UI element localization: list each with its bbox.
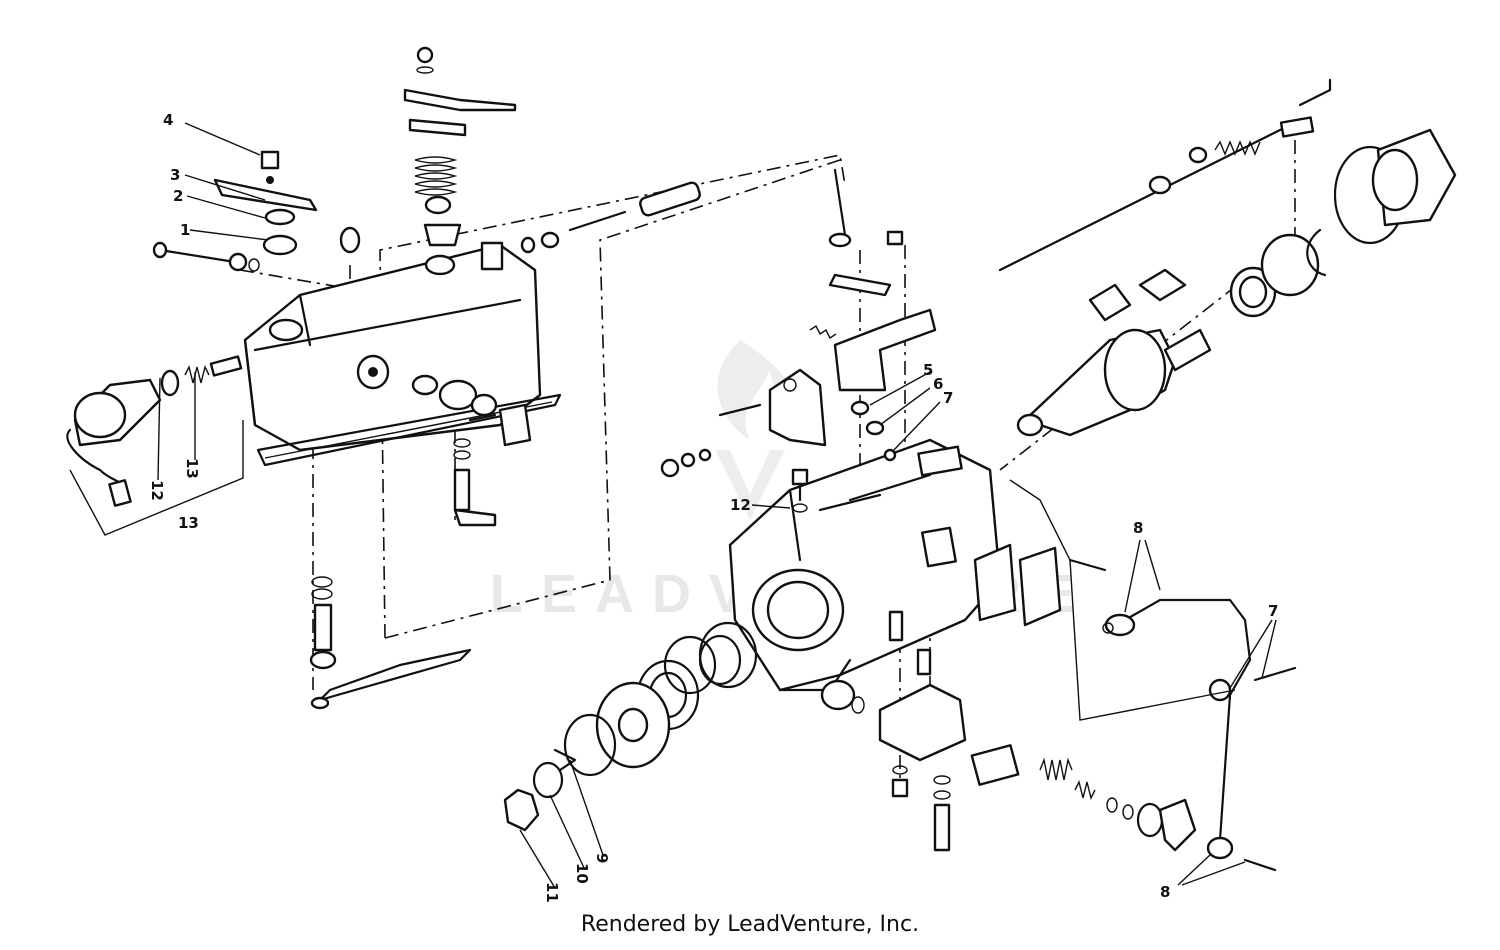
pump-housing bbox=[660, 168, 1002, 692]
callout-5: 5 bbox=[923, 361, 933, 379]
lower-right-parts bbox=[820, 543, 1297, 872]
callout-1: 1 bbox=[180, 221, 190, 239]
callout-6: 6 bbox=[933, 375, 943, 393]
drive-shaft bbox=[998, 78, 1457, 437]
callout-15: 13 bbox=[183, 458, 201, 479]
footer-credit: Rendered by LeadVenture, Inc. bbox=[580, 912, 920, 937]
callout-11: 11 bbox=[543, 882, 561, 903]
callout-3: 3 bbox=[170, 166, 180, 184]
callout-8-bottom: 8 bbox=[1160, 883, 1170, 901]
callout-7-top: 7 bbox=[943, 389, 953, 407]
seal-stack bbox=[503, 621, 758, 832]
callout-12: 12 bbox=[730, 496, 751, 514]
leader-lines bbox=[69, 122, 1277, 889]
callout-9: 9 bbox=[593, 853, 611, 863]
callout-13: 13 bbox=[178, 514, 199, 532]
callout-labels: 4 3 2 1 12 13 13 5 6 7 12 8 7 8 9 10 11 bbox=[148, 111, 1278, 903]
callout-10: 10 bbox=[573, 863, 591, 884]
governor-cover bbox=[66, 46, 701, 710]
callout-2: 2 bbox=[173, 187, 183, 205]
callout-14: 12 bbox=[148, 480, 166, 501]
callout-8-top: 8 bbox=[1133, 519, 1143, 537]
callout-4: 4 bbox=[163, 111, 173, 129]
callout-7-right: 7 bbox=[1268, 602, 1278, 620]
